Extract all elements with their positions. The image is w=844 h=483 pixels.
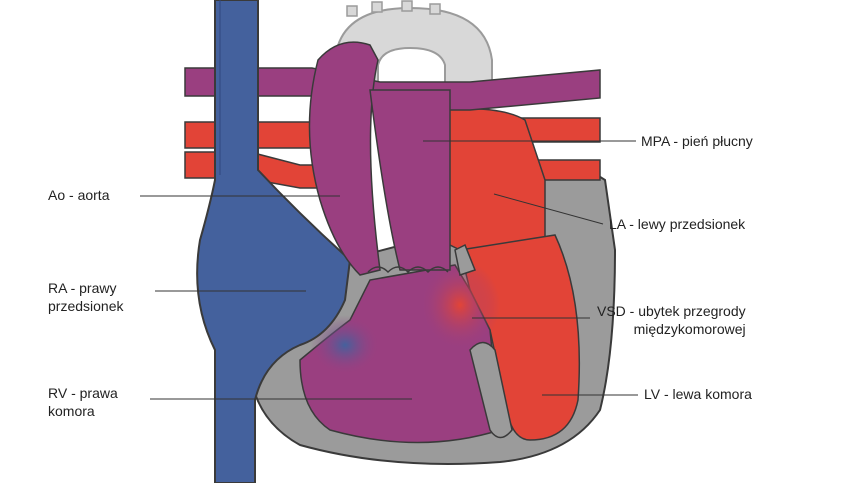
label-ao: Ao - aorta (48, 186, 109, 204)
label-lv: LV - lewa komora (644, 385, 752, 403)
valve-scallops (367, 266, 449, 274)
septum-upper (454, 243, 476, 276)
label-rv: RV - prawa komora (48, 384, 118, 420)
label-rv-line1: RV - prawa (48, 385, 118, 401)
main-pulmonary-artery (369, 89, 451, 271)
label-la-text: LA - lewy przedsionek (609, 216, 746, 232)
label-ra-line2: przedsionek (48, 298, 124, 314)
leader-la (493, 193, 604, 225)
label-ra: RA - prawy przedsionek (48, 279, 124, 315)
vena-cava-superior (196, 0, 352, 483)
ventricular-septum (469, 341, 513, 439)
label-mpa: MPA - pień płucny (641, 132, 753, 150)
label-la: LA - lewy przedsionek (609, 215, 745, 233)
label-mpa-text: MPA - pień płucny (641, 133, 753, 149)
label-ao-text: Ao - aorta (48, 187, 110, 203)
label-ra-line1: RA - prawy (48, 280, 117, 296)
label-vsd: VSD - ubytek przegrody międzykomorowej (597, 302, 746, 338)
label-vsd-line1: VSD - ubytek przegrody (597, 303, 746, 319)
aorta (308, 41, 381, 276)
label-lv-text: LV - lewa komora (644, 386, 752, 402)
label-vsd-line2: międzykomorowej (633, 321, 746, 337)
label-rv-line2: komora (48, 403, 95, 419)
